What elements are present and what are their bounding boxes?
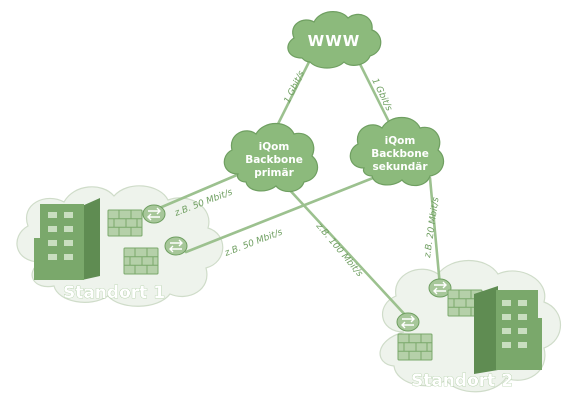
link-primary-site1	[148, 170, 246, 214]
site2-router-lower	[396, 312, 420, 332]
www-label: WWW	[308, 32, 361, 50]
label-secondary-site2: z.B. 20 Mbit/s	[423, 196, 442, 259]
www-cloud	[287, 11, 382, 69]
site1: Standort 1	[34, 198, 188, 303]
backbone-secondary-line3: sekundär	[372, 161, 428, 173]
label-secondary-site1: z.B. 50 Mbit/s	[223, 227, 285, 259]
backbone-primary-line3: primär	[254, 167, 294, 179]
site2-building	[474, 286, 542, 374]
backbone-primary-node: iQom Backbone primär	[223, 122, 319, 193]
backbone-secondary-line1: iQom	[385, 135, 416, 147]
label-primary-site2: z.B. 100 Mbit/s	[313, 221, 364, 280]
backbone-primary-cloud	[223, 122, 319, 193]
link-secondary-site2	[428, 176, 442, 288]
backbone-secondary-line2: Backbone	[371, 148, 429, 160]
site2: Standort 2	[396, 278, 542, 391]
site1-label: Standort 1	[63, 283, 165, 303]
site1-router-upper	[142, 204, 166, 224]
label-www-primary: 1 Gbit/s	[283, 69, 307, 105]
link-secondary-site1	[184, 174, 380, 254]
backbone-primary-line2: Backbone	[245, 154, 303, 166]
link-www-secondary	[352, 50, 396, 134]
backbone-secondary-node: iQom Backbone sekundär	[349, 116, 445, 187]
site1-building	[34, 198, 100, 280]
site2-firewall-lower	[397, 333, 433, 361]
site1-router-lower	[164, 236, 188, 256]
link-primary-site2	[284, 184, 410, 320]
site1-firewall-upper	[107, 209, 143, 237]
backbone-primary-line1: iQom	[259, 141, 290, 153]
site2-label: Standort 2	[411, 371, 513, 391]
site1-firewall-lower	[123, 247, 159, 275]
link-www-primary	[272, 50, 316, 134]
www-node: WWW	[287, 11, 382, 69]
backbone-secondary-cloud	[349, 116, 445, 187]
